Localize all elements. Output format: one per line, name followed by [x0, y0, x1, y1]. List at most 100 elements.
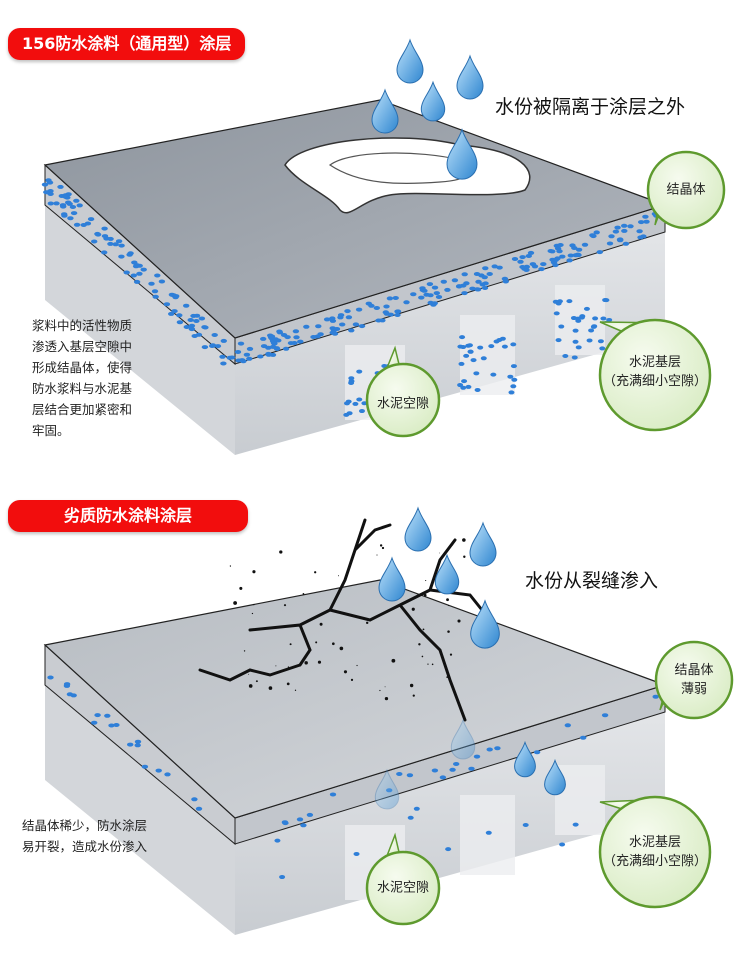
- crack-speck: [421, 655, 424, 658]
- water-drop-icon: [420, 80, 446, 122]
- crystal-dot: [569, 243, 576, 248]
- crack-speck: [365, 621, 369, 625]
- crack-speck: [462, 538, 466, 542]
- crystal-dot: [352, 401, 359, 406]
- crack-speck: [427, 663, 429, 665]
- crystal-dot: [164, 772, 171, 777]
- crystal-dot: [431, 768, 439, 773]
- crack-speck: [438, 552, 440, 554]
- crack-speck: [275, 665, 277, 667]
- cement-pore: [460, 795, 515, 875]
- note-line: 形成结晶体，使得: [32, 360, 133, 375]
- crystal-dot: [69, 205, 77, 209]
- crystal-dot: [292, 329, 300, 334]
- crystal-dot: [310, 335, 317, 339]
- crystal-dot: [240, 359, 247, 364]
- crystal-dot: [60, 204, 67, 209]
- crystal-dot: [507, 374, 514, 379]
- crystal-dot: [343, 412, 350, 417]
- top-caption: 水份被隔离于涂层之外: [495, 96, 686, 118]
- crack-speck: [412, 694, 415, 697]
- crystal-dot: [485, 830, 492, 835]
- crystal-dot: [152, 294, 159, 299]
- crystal-dot: [559, 254, 566, 259]
- crystal-dot: [368, 303, 375, 308]
- speech-bubble: [646, 150, 726, 230]
- crystal-dot: [510, 384, 517, 389]
- crystal-dot: [191, 797, 198, 802]
- crystal-dot: [460, 345, 467, 350]
- crack-speck: [451, 543, 454, 546]
- crack-speck: [457, 619, 461, 623]
- crystal-dot: [329, 316, 336, 321]
- crack-speck: [287, 666, 290, 668]
- crystal-dot: [234, 350, 242, 354]
- water-drop-icon: [371, 88, 399, 134]
- crystal-dot: [529, 262, 537, 267]
- crystal-dot: [627, 224, 634, 229]
- crystal-dot: [107, 241, 114, 246]
- crystal-dot: [564, 723, 571, 728]
- crystal-dot: [101, 226, 108, 231]
- crystal-dot: [557, 243, 564, 247]
- crystal-dot: [481, 286, 489, 290]
- crystal-dot: [379, 318, 386, 323]
- crystal-dot: [486, 747, 493, 752]
- crystal-dot: [274, 838, 281, 843]
- crystal-dot: [642, 214, 649, 219]
- crack-speck: [343, 670, 348, 674]
- crystal-dot: [112, 242, 119, 247]
- crystal-dot: [600, 316, 607, 321]
- crystal-dot: [118, 254, 125, 259]
- bubble-line: 结晶体: [674, 663, 714, 678]
- crystal-dot: [66, 692, 74, 697]
- crystal-dot: [220, 361, 227, 366]
- crack-speck: [411, 607, 415, 611]
- note-line: 层结合更加紧密和: [32, 402, 133, 417]
- crystal-dot: [538, 267, 545, 272]
- crystal-dot: [596, 250, 603, 255]
- crystal-dot: [522, 823, 529, 828]
- crystal-dot: [394, 313, 401, 317]
- crystal-dot: [403, 300, 410, 305]
- crystal-dot: [53, 201, 60, 206]
- speech-bubble: [598, 795, 712, 909]
- crystal-dot: [47, 201, 54, 206]
- crystal-dot: [439, 775, 447, 780]
- speech-bubble: [654, 640, 734, 720]
- crystal-dot: [461, 272, 468, 277]
- crystal-dot: [527, 250, 535, 255]
- crack-speck: [331, 642, 335, 646]
- crack-speck: [251, 612, 254, 615]
- crystal-dot: [101, 250, 108, 255]
- crystal-dot: [130, 273, 137, 278]
- crack-speck: [379, 544, 383, 547]
- crystal-dot: [575, 345, 582, 350]
- crystal-dot: [329, 792, 337, 797]
- crystal-dot: [621, 223, 628, 228]
- crack-speck: [418, 643, 421, 646]
- crystal-dot: [134, 743, 141, 748]
- crystal-dot: [303, 324, 310, 329]
- crystal-dot: [456, 284, 463, 289]
- crack-speck: [446, 598, 449, 602]
- crystal-dot: [348, 381, 355, 386]
- crystal-dot: [73, 222, 81, 227]
- crystal-dot: [435, 295, 443, 299]
- crystal-dot: [519, 255, 526, 260]
- crystal-dot: [478, 273, 485, 278]
- crack-speck: [317, 660, 322, 664]
- crystal-dot: [163, 302, 171, 307]
- crystal-dot: [453, 762, 460, 766]
- crack-speck: [243, 650, 246, 652]
- crystal-dot: [566, 258, 573, 263]
- crystal-dot: [168, 311, 175, 316]
- crystal-dot: [419, 288, 427, 293]
- crystal-dot: [187, 318, 194, 322]
- crystal-dot: [140, 267, 147, 272]
- water-drop-icon: [450, 718, 476, 760]
- crystal-dot: [141, 764, 149, 769]
- crystal-dot: [41, 182, 49, 187]
- crystal-dot: [188, 327, 196, 332]
- crystal-dot: [260, 344, 268, 349]
